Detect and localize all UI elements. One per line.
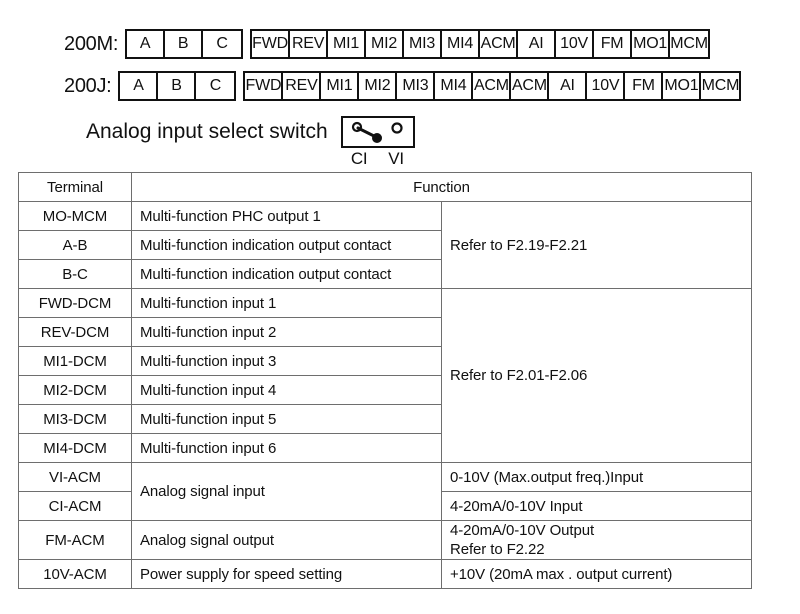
switch-caption: Analog input select switch [86, 120, 328, 143]
cell-function: Multi-function indication output contact [131, 259, 442, 289]
cell-terminal: REV-DCM [18, 317, 132, 347]
cell-function: Analog signal input [131, 462, 442, 521]
table-header-row: Terminal Function [18, 172, 752, 202]
cell-reference: 4-20mA/0-10V Input [441, 491, 752, 521]
terminal-pin-fwd[interactable]: FWD [245, 73, 284, 99]
terminal-pin-acm[interactable]: ACM [473, 73, 512, 99]
terminal-pin-b[interactable]: B [158, 73, 197, 99]
cell-reference: Refer to F2.01-F2.06 [441, 288, 752, 463]
terminal-pin-c[interactable]: C [216, 35, 228, 52]
switch-lever-icon [351, 121, 403, 143]
terminal-pin-c[interactable]: C [209, 77, 222, 94]
cell-function: Multi-function input 3 [131, 346, 442, 376]
switch-terminal-vi-contact [391, 122, 403, 134]
cell-function: Multi-function input 2 [131, 317, 442, 347]
cell-terminal: MO-MCM [18, 201, 132, 231]
cell-terminal: 10V-ACM [18, 559, 132, 590]
cell-terminal: B-C [18, 259, 132, 289]
terminal-pin-mo1[interactable]: MO1 [632, 31, 671, 57]
cell-function: Multi-function indication output contact [131, 230, 442, 260]
cell-reference: +10V (20mA max . output current) [441, 559, 752, 590]
cell-terminal: MI1-DCM [18, 346, 132, 376]
terminal-pin-mi2[interactable]: MI2 [359, 73, 398, 99]
cell-terminal: MI3-DCM [18, 404, 132, 434]
terminal-pin-ai[interactable]: AI [518, 31, 557, 57]
terminal-pin-mo1[interactable]: MO1 [663, 73, 702, 99]
cell-function: Analog signal output [131, 519, 442, 561]
switch-terminal-labels: CI VI [341, 149, 415, 169]
cell-reference: 0-10V (Max.output freq.)Input [441, 462, 752, 492]
switch-label-ci: CI [350, 149, 368, 168]
cell-function: Multi-function input 6 [131, 433, 442, 463]
terminal-pin-mi1[interactable]: MI1 [328, 31, 367, 57]
column-header-function: Function [131, 172, 752, 202]
terminal-pin-mi1[interactable]: MI1 [321, 73, 360, 99]
terminal-pin-10v[interactable]: 10V [587, 73, 626, 99]
cell-function: Multi-function input 1 [131, 288, 442, 318]
cell-function: Multi-function input 5 [131, 404, 442, 434]
terminal-pin-mi2[interactable]: MI2 [366, 31, 405, 57]
switch-pivot-dot [371, 133, 382, 143]
column-header-terminal: Terminal [18, 172, 132, 202]
cell-reference: Refer to F2.19-F2.21 [441, 201, 752, 289]
terminal-pin-mi4[interactable]: MI4 [435, 73, 474, 99]
cell-function: Multi-function input 4 [131, 375, 442, 405]
analog-input-select-switch: Analog input select switch CI VI [86, 116, 421, 169]
terminal-pin-acm[interactable]: ACM [511, 73, 550, 99]
cell-terminal: FM-ACM [18, 519, 132, 561]
terminal-pin-mi3[interactable]: MI3 [404, 31, 443, 57]
terminal-pin-acm[interactable]: ACM [480, 31, 519, 57]
table-head: Terminal Function [18, 172, 752, 202]
terminal-pin-fm[interactable]: FM [625, 73, 664, 99]
switch-label-vi: VI [388, 149, 404, 168]
cell-terminal: VI-ACM [18, 462, 132, 492]
cell-function: Power supply for speed setting [131, 559, 442, 590]
terminal-pin-mcm[interactable]: MCM [701, 77, 740, 94]
switch-body[interactable] [340, 116, 415, 148]
terminal-pin-mi4[interactable]: MI4 [442, 31, 481, 57]
terminal-pin-mcm[interactable]: MCM [670, 35, 708, 52]
cell-terminal: FWD-DCM [18, 288, 132, 318]
strip-label: 200M: [64, 32, 119, 55]
switch-graphic: CI VI [340, 116, 421, 169]
terminal-pin-mi3[interactable]: MI3 [397, 73, 436, 99]
terminal-pin-a[interactable]: A [127, 31, 166, 57]
cell-terminal: A-B [18, 230, 132, 260]
terminal-pin-10v[interactable]: 10V [556, 31, 595, 57]
terminal-pin-ai[interactable]: AI [549, 73, 588, 99]
terminal-pin-fwd[interactable]: FWD [252, 31, 291, 57]
terminal-pin-fm[interactable]: FM [594, 31, 633, 57]
cell-terminal: MI2-DCM [18, 375, 132, 405]
cell-function: Multi-function PHC output 1 [131, 201, 442, 231]
terminal-pin-rev[interactable]: REV [283, 73, 322, 99]
cell-terminal: CI-ACM [18, 491, 132, 521]
terminal-pin-rev[interactable]: REV [290, 31, 329, 57]
cell-terminal: MI4-DCM [18, 433, 132, 463]
terminal-pin-b[interactable]: B [165, 31, 204, 57]
strip-label: 200J: [64, 74, 112, 97]
terminal-pin-a[interactable]: A [120, 73, 159, 99]
